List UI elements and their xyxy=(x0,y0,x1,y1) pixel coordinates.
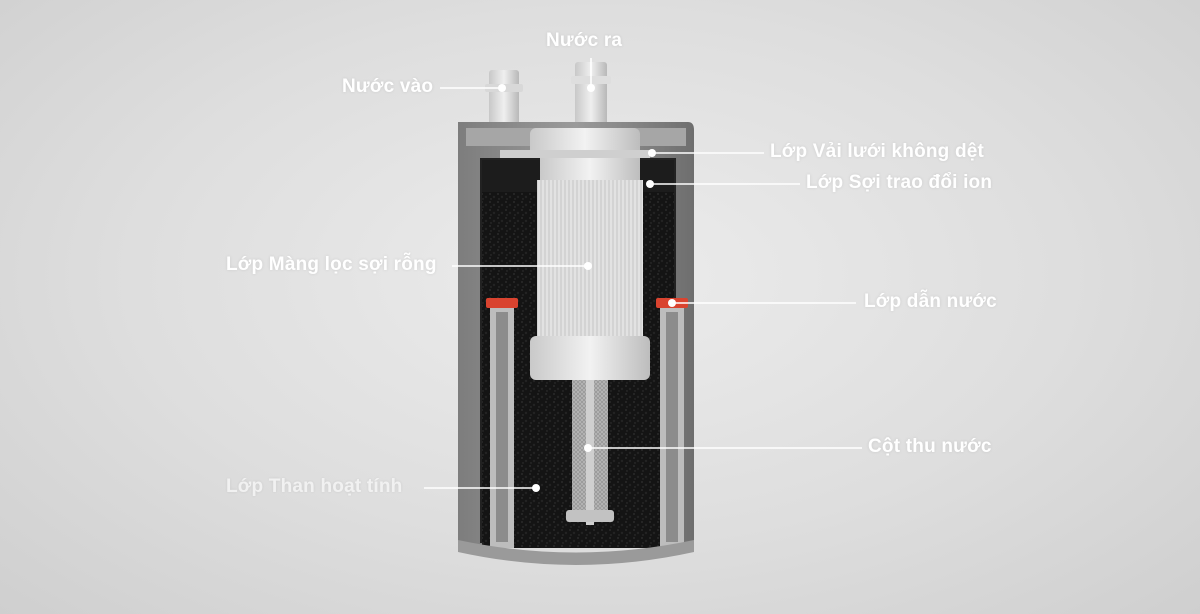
inlet-nozzle xyxy=(485,70,523,125)
label-ion-exchange-fiber: Lớp Sợi trao đổi ion xyxy=(806,172,993,193)
label-water-guide: Lớp dẫn nước xyxy=(864,291,997,312)
label-hollow-fiber-membrane: Lớp Màng lọc sợi rỗng xyxy=(226,254,437,275)
marker-inlet xyxy=(498,84,506,92)
marker-outlet xyxy=(587,84,595,92)
label-outlet: Nước ra xyxy=(546,30,623,51)
marker-hollow-fiber xyxy=(584,262,592,270)
label-activated-carbon: Lớp Than hoạt tính xyxy=(226,476,403,497)
water-guide-left xyxy=(486,298,518,548)
label-water-collector: Cột thu nước xyxy=(868,436,992,457)
top-cap xyxy=(500,128,650,158)
marker-ion-fiber xyxy=(646,180,654,188)
water-guide-right xyxy=(656,298,688,548)
leader-lines xyxy=(424,58,862,489)
label-nonwoven-mesh: Lớp Vải lưới không dệt xyxy=(770,141,985,162)
label-inlet: Nước vào xyxy=(342,76,434,97)
marker-carbon xyxy=(532,484,540,492)
marker-nonwoven xyxy=(648,149,656,157)
housing-bottom-rim xyxy=(458,540,694,565)
water-collector-column xyxy=(566,380,614,525)
hollow-fiber-membrane xyxy=(530,158,650,380)
marker-water-guide xyxy=(668,299,676,307)
marker-collector xyxy=(584,444,592,452)
